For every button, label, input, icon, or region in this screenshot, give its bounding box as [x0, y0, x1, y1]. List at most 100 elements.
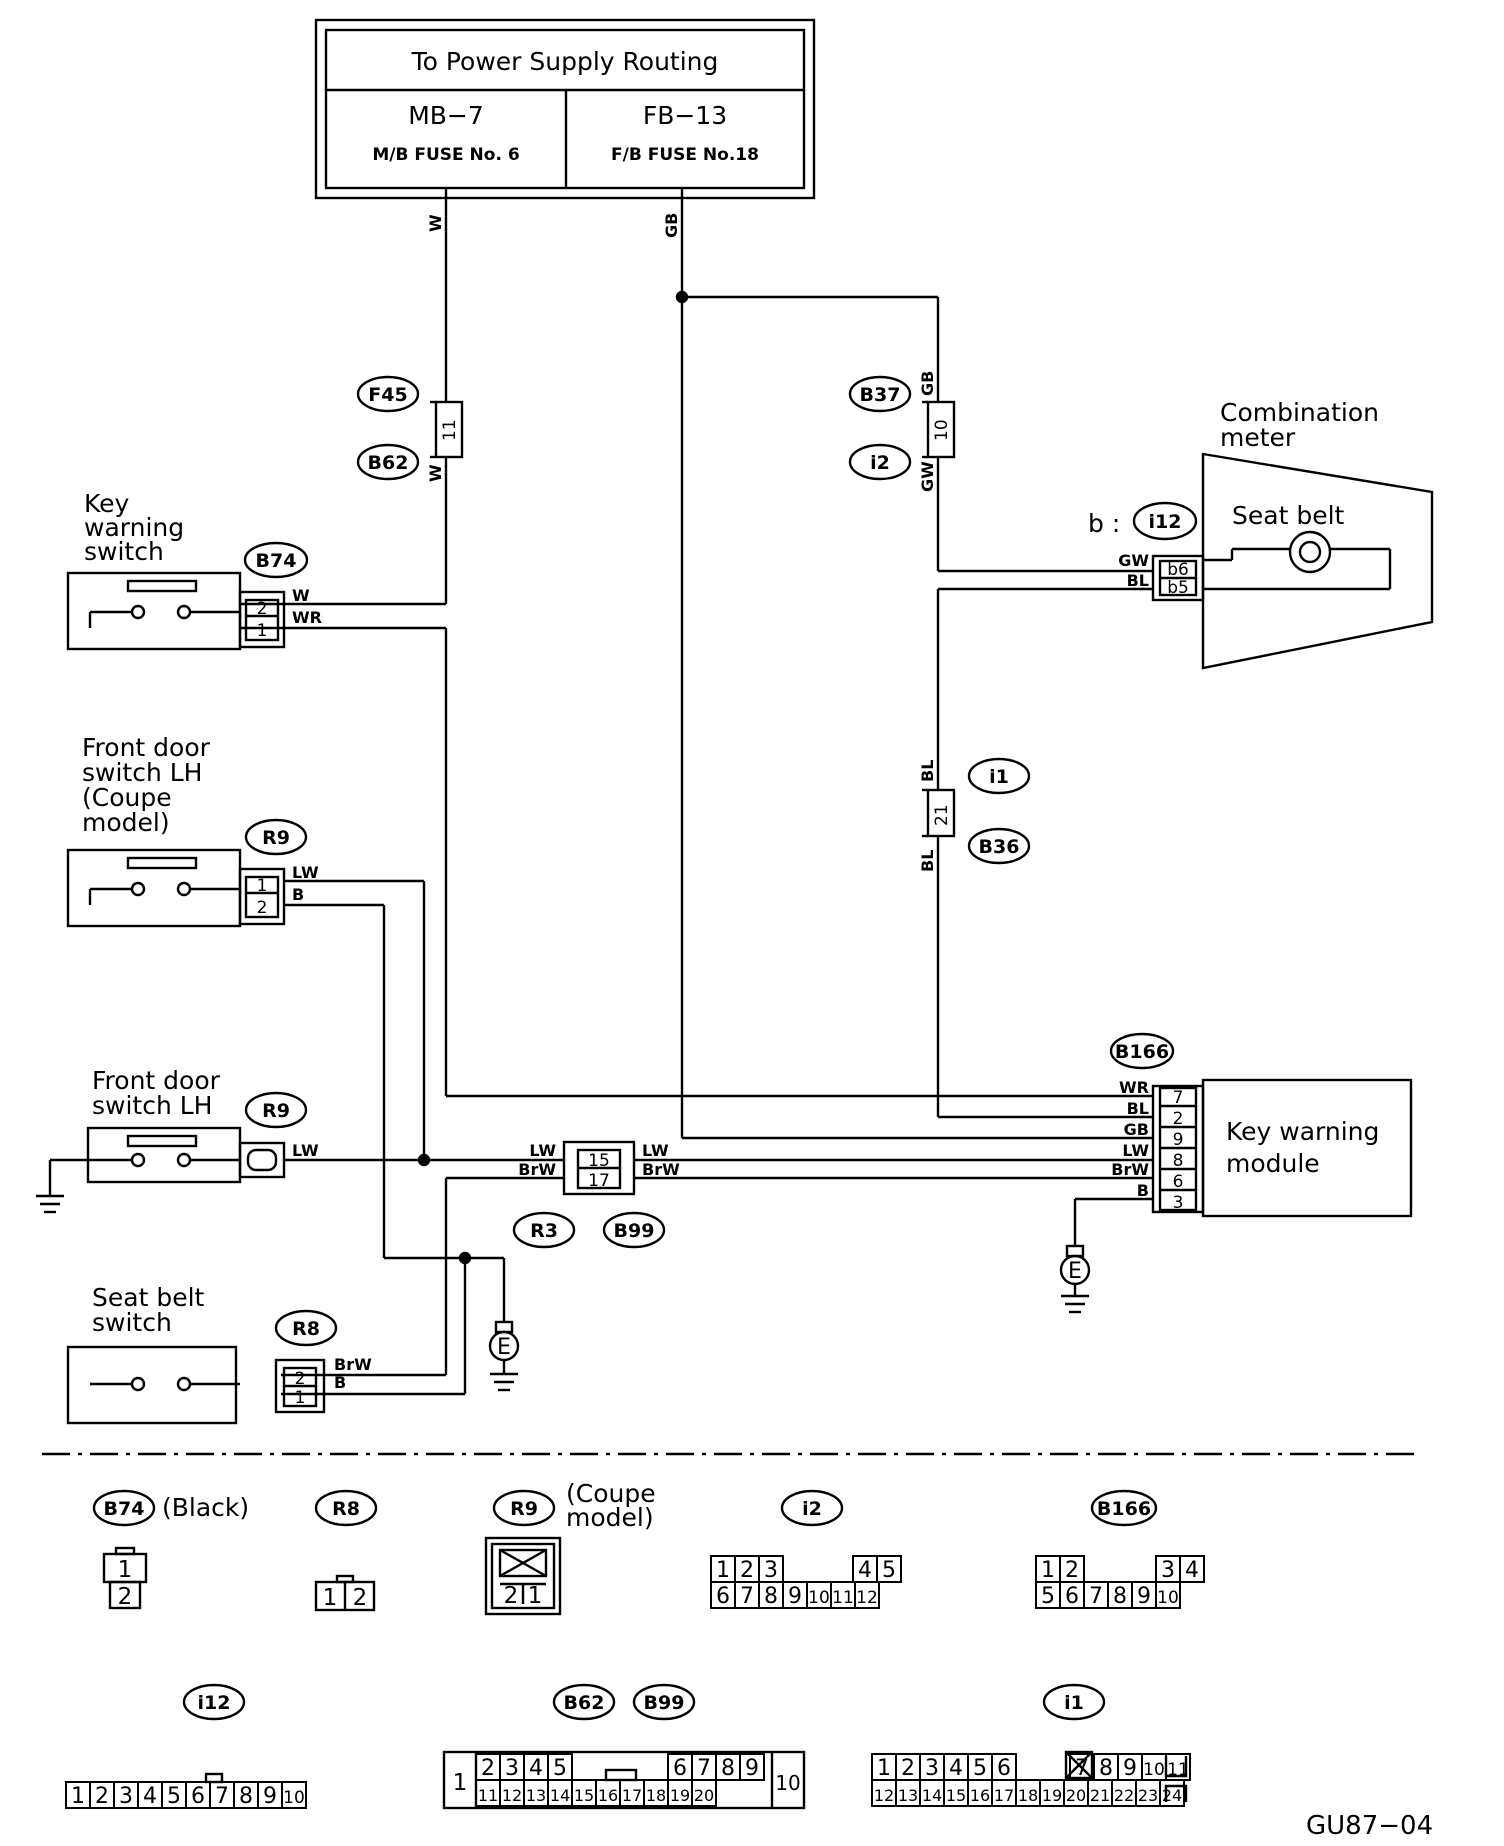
pin-cell — [739, 1753, 765, 1781]
pin-cell-number: 10 — [1143, 1760, 1165, 1780]
module-pin: 9 — [1173, 1130, 1184, 1150]
pin-fdc-top: 1 — [257, 876, 268, 896]
pin-cell-number: 10 — [808, 1588, 830, 1608]
wire-label-b: B — [292, 885, 304, 904]
pin-cell-number: 19 — [670, 1786, 690, 1805]
pin-cell-number: 5 — [973, 1756, 987, 1781]
pin-meter-b6: b6 — [1167, 560, 1189, 580]
tag-i12: i12 — [1149, 511, 1182, 533]
pin-cell-number: 9 — [1123, 1756, 1137, 1781]
pin-cell-number: 13 — [526, 1786, 546, 1805]
pin-cell — [854, 1581, 880, 1609]
pin-cell-number: 9 — [263, 1784, 277, 1809]
legend-tag-i2: i2 — [802, 1498, 822, 1520]
pin-cell-number: 7 — [1075, 1756, 1089, 1781]
legend-tag-i1: i1 — [1064, 1692, 1084, 1714]
pin-cell-number: 11 — [832, 1588, 854, 1608]
legend-r9-note: model) — [566, 1503, 654, 1532]
pin-cell-number: 4 — [529, 1756, 543, 1781]
pin-cell-number: 18 — [646, 1786, 666, 1805]
pin-cell-number: 20 — [1066, 1786, 1086, 1805]
module-wire-label: BL — [1127, 1099, 1149, 1118]
front-door-label: Front door — [92, 1066, 221, 1095]
ground-label: E — [497, 1335, 511, 1360]
legend-r9-pin: 1 — [528, 1583, 543, 1609]
pin-meter-b5: b5 — [1167, 578, 1189, 598]
legend-tag-b74: B74 — [104, 1498, 145, 1520]
pin-cell-number: 9 — [745, 1756, 759, 1781]
tag-b74: B74 — [256, 550, 297, 572]
front-door-coupe-label: (Coupe — [82, 783, 172, 812]
seat-belt-switch-label: Seat belt — [92, 1283, 205, 1312]
pin-cell-number: 9 — [1137, 1584, 1151, 1609]
pin-cell-number: 15 — [946, 1786, 966, 1805]
pin-cell-number: 16 — [970, 1786, 990, 1805]
pin-cell-number: 1 — [1041, 1558, 1055, 1583]
pin-cell-number: 18 — [1018, 1786, 1038, 1805]
tag-r9: R9 — [262, 827, 290, 849]
legend-b62-pin-last: 10 — [775, 1771, 800, 1795]
pin-cell-number: 5 — [882, 1558, 896, 1583]
pin-cell-number: 16 — [598, 1786, 618, 1805]
legend-r9-note: (Coupe — [566, 1479, 656, 1508]
wire-label-gb: GB — [918, 371, 937, 396]
pin-cell-number: 11 — [1167, 1760, 1189, 1780]
key-warning-module-label: module — [1226, 1149, 1320, 1178]
pin-cell-number: 3 — [925, 1756, 939, 1781]
meter-prefix: b : — [1088, 509, 1120, 538]
wire-label-w: W — [292, 586, 310, 605]
pin-cell-number: 6 — [997, 1756, 1011, 1781]
wire-label-brw: BrW — [642, 1160, 680, 1179]
pin-cell-number: 5 — [553, 1756, 567, 1781]
wire-gw — [936, 457, 1153, 573]
junction-dot — [458, 1251, 472, 1265]
wire-label-gw: GW — [918, 461, 937, 492]
pin-cell — [876, 1555, 902, 1583]
pin-cell-number: 6 — [191, 1784, 205, 1809]
seat-belt-lamp-icon — [1288, 530, 1332, 574]
pin-cell — [1179, 1555, 1205, 1583]
tag-r3: R3 — [530, 1220, 558, 1242]
wire-label-wr: WR — [292, 608, 322, 627]
pin-cell-number: 19 — [1042, 1786, 1062, 1805]
pin-cell-number: 3 — [505, 1756, 519, 1781]
legend-tag-b166: B166 — [1097, 1498, 1151, 1520]
pin-cell-number: 3 — [1161, 1558, 1175, 1583]
pin-cell-number: 7 — [1089, 1584, 1103, 1609]
module-wire-label: BrW — [1111, 1160, 1149, 1179]
ground-e-left — [488, 1312, 520, 1392]
pin-cell-number: 17 — [994, 1786, 1014, 1805]
wire-label-lw: LW — [529, 1141, 556, 1160]
tag-b99: B99 — [614, 1220, 655, 1242]
seat-belt-switch-label: switch — [92, 1308, 172, 1337]
legend-tag-b62: B62 — [564, 1692, 605, 1714]
pin-cell-number: 1 — [71, 1784, 85, 1809]
wire-w — [240, 188, 448, 606]
pin-cell-number: 4 — [143, 1784, 157, 1809]
pin-cell-number: 6 — [716, 1584, 730, 1609]
tag-b166: B166 — [1115, 1041, 1169, 1063]
legend-b74-pin: 2 — [118, 1584, 133, 1610]
module-pin: 3 — [1173, 1193, 1184, 1213]
pin-cell-number: 14 — [922, 1786, 942, 1805]
pin-cell-number: 14 — [550, 1786, 570, 1805]
inline-connector-b37-i2 — [922, 400, 956, 459]
pin-cell-number: 8 — [764, 1584, 778, 1609]
wire-label-brw: BrW — [334, 1355, 372, 1374]
front-door-switch — [36, 1126, 286, 1214]
module-wire-label: GB — [1124, 1120, 1149, 1139]
wire-label-gb: GB — [662, 213, 681, 238]
mb-fuse-label: M/B FUSE No. 6 — [372, 145, 519, 165]
pin-cell-number: 6 — [673, 1756, 687, 1781]
pin-cell-number: 8 — [1113, 1584, 1127, 1609]
pin-cell-number: 1 — [716, 1558, 730, 1583]
pin-fdc-bottom: 2 — [257, 898, 268, 918]
ground-e-right — [1059, 1238, 1091, 1314]
wire-label-w: W — [426, 214, 445, 232]
pin-cell-number: 6 — [1065, 1584, 1079, 1609]
legend-tag-r9: R9 — [510, 1498, 538, 1520]
pin-cell-number: 3 — [764, 1558, 778, 1583]
inline-connector-i1-b36 — [922, 788, 956, 838]
module-pin: 7 — [1173, 1088, 1184, 1108]
key-warning-module — [1151, 1078, 1413, 1218]
